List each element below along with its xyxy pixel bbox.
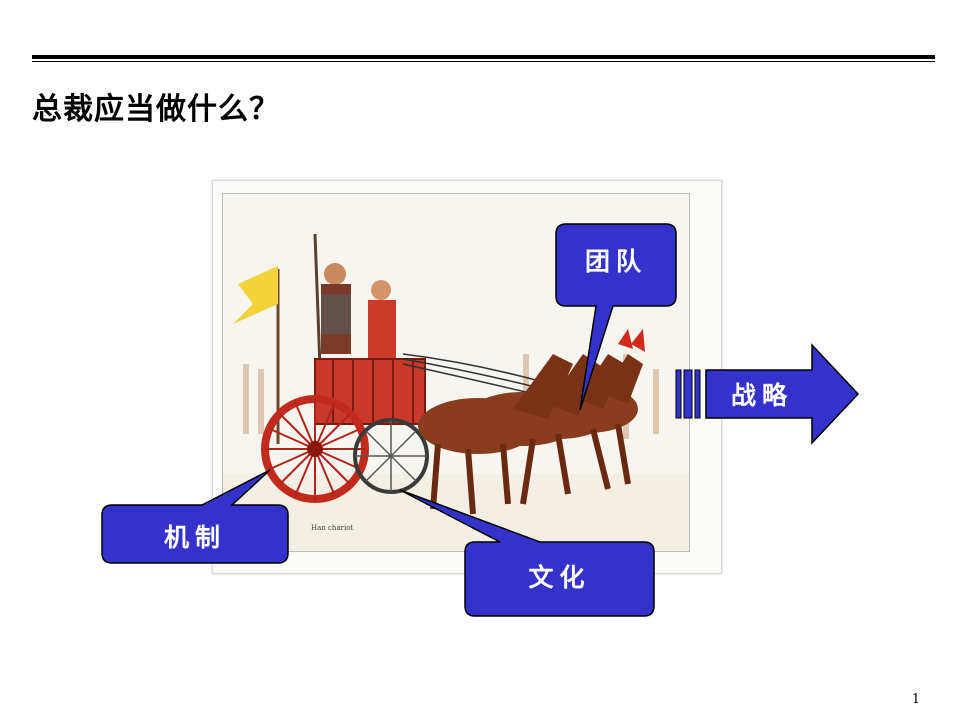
team-callout-label: 团队	[584, 247, 647, 276]
culture-callout-shape	[399, 489, 655, 617]
page-number: 1	[911, 692, 920, 707]
strategy-arrow	[675, 343, 860, 445]
top-rule-thin	[32, 61, 935, 62]
mechanism-callout-label: 机制	[163, 523, 226, 552]
strategy-arrow-label: 战略	[730, 381, 793, 410]
team-callout-shape	[555, 223, 677, 411]
slide-title: 总裁应当做什么？	[32, 92, 280, 127]
image-caption: Han chariot	[311, 524, 354, 532]
top-rule-thick	[32, 55, 935, 59]
mechanism-callout-shape	[101, 469, 289, 564]
culture-callout-label: 文化	[528, 563, 591, 592]
